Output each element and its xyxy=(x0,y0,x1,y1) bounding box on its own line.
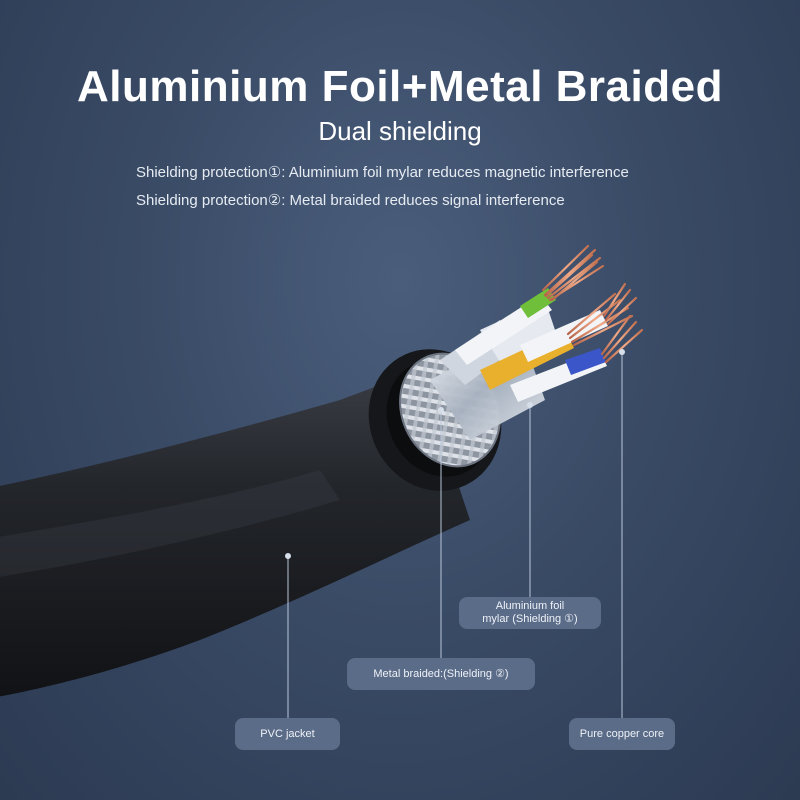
leader-dots xyxy=(285,349,625,559)
copper-core-label: Pure copper core xyxy=(569,718,675,750)
aluminium-foil-label: Aluminium foil mylar (Shielding ①) xyxy=(459,597,601,629)
copper-cores xyxy=(541,244,644,364)
leader-lines xyxy=(287,352,623,718)
metal-braided-label: Metal braided:(Shielding ②) xyxy=(347,658,535,690)
page-title: Aluminium Foil+Metal Braided xyxy=(77,62,723,111)
shielding-description-2: Shielding protection②: Metal braided red… xyxy=(136,192,565,209)
pvc-jacket-label: PVC jacket xyxy=(235,718,340,750)
aluminium-foil-label-line1: Aluminium foil xyxy=(495,600,565,612)
shielding-description-1: Shielding protection①: Aluminium foil my… xyxy=(136,164,629,181)
page-subtitle: Dual shielding xyxy=(318,116,482,146)
aluminium-foil-label-line2: mylar (Shielding ①) xyxy=(482,613,578,625)
